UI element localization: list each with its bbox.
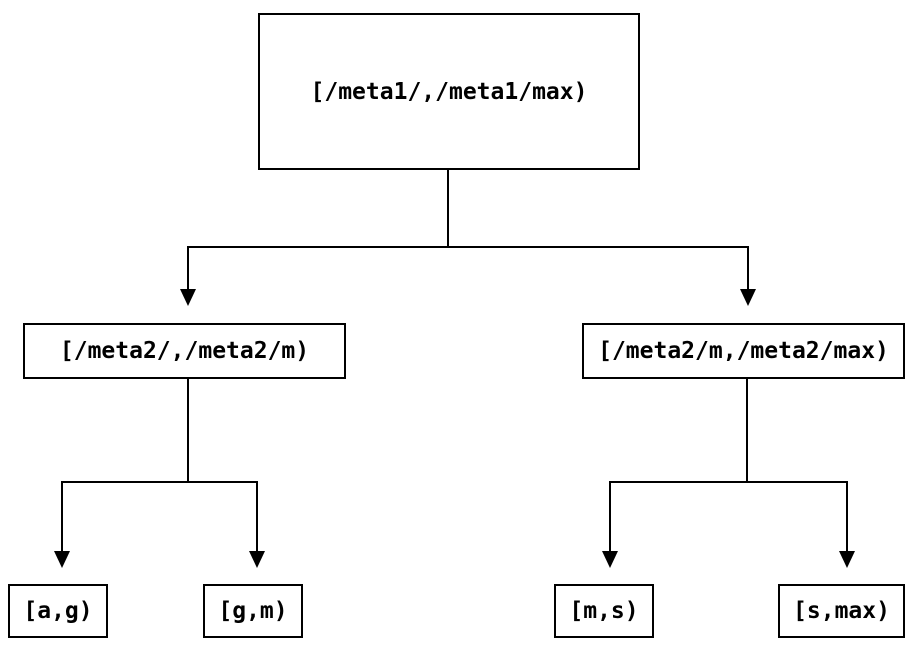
- node-leaf-ag-label: [a,g): [23, 598, 93, 624]
- arrow-down-icon: [602, 551, 618, 568]
- node-leaf-smax: [s,max): [778, 584, 905, 638]
- arrow-down-icon: [249, 551, 265, 568]
- node-leaf-smax-label: [s,max): [793, 598, 890, 624]
- node-leaf-ms: [m,s): [554, 584, 654, 638]
- node-root: [/meta1/,/meta1/max): [258, 13, 640, 170]
- arrow-down-icon: [839, 551, 855, 568]
- node-leaf-ag: [a,g): [8, 584, 108, 638]
- arrow-down-icon: [180, 289, 196, 306]
- node-root-label: [/meta1/,/meta1/max): [310, 78, 588, 105]
- node-leaf-gm-label: [g,m): [218, 598, 288, 624]
- arrow-down-icon: [740, 289, 756, 306]
- node-leaf-ms-label: [m,s): [569, 598, 639, 624]
- node-meta2-left-label: [/meta2/,/meta2/m): [59, 338, 310, 364]
- arrow-down-icon: [54, 551, 70, 568]
- node-leaf-gm: [g,m): [203, 584, 303, 638]
- node-meta2-right: [/meta2/m,/meta2/max): [582, 323, 905, 379]
- node-meta2-left: [/meta2/,/meta2/m): [23, 323, 346, 379]
- node-meta2-right-label: [/meta2/m,/meta2/max): [598, 338, 889, 364]
